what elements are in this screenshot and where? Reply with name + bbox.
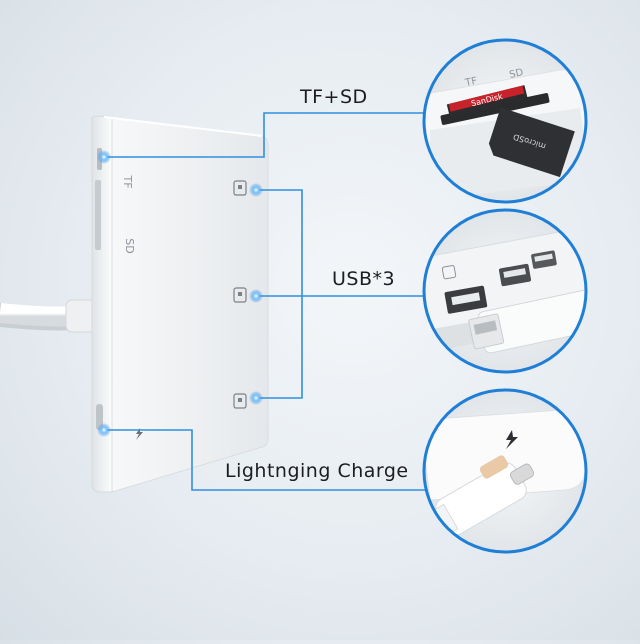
device-sd-label: SD <box>123 238 136 253</box>
usb-marker-1 <box>249 183 263 197</box>
port-markers <box>97 150 263 437</box>
lightning-callout-label: Lightnging Charge <box>225 460 409 482</box>
callout-lines <box>104 112 432 491</box>
inset-sd-label: SD <box>508 67 524 81</box>
inset-lightning-icon <box>506 430 518 449</box>
adapter-body: TF SD <box>91 115 269 493</box>
lightning-port <box>96 404 103 430</box>
usb-callout-label: USB*3 <box>332 268 396 290</box>
usb-marker-2 <box>249 289 263 303</box>
usb-cable <box>0 299 104 333</box>
inset-usb-ports <box>422 208 588 374</box>
usb-port-icon-2 <box>233 287 247 303</box>
usb-port-icon-3 <box>233 393 247 409</box>
inset-lightning-port <box>422 388 588 554</box>
device-tf-label: TF <box>121 174 134 188</box>
tf-sd-marker <box>97 150 111 164</box>
lightning-marker <box>97 423 111 437</box>
sd-slot <box>95 180 101 250</box>
inset-tf-label: TF <box>463 76 478 89</box>
tf-sd-callout-label: TF+SD <box>300 86 368 108</box>
lightning-bolt-icon <box>136 428 143 440</box>
inset-card-slots: SanDisk microSD TF SD <box>422 38 588 204</box>
inset-usb-icon <box>441 265 457 280</box>
usb-marker-3 <box>249 391 263 405</box>
usb-port-icon-1 <box>233 180 247 196</box>
